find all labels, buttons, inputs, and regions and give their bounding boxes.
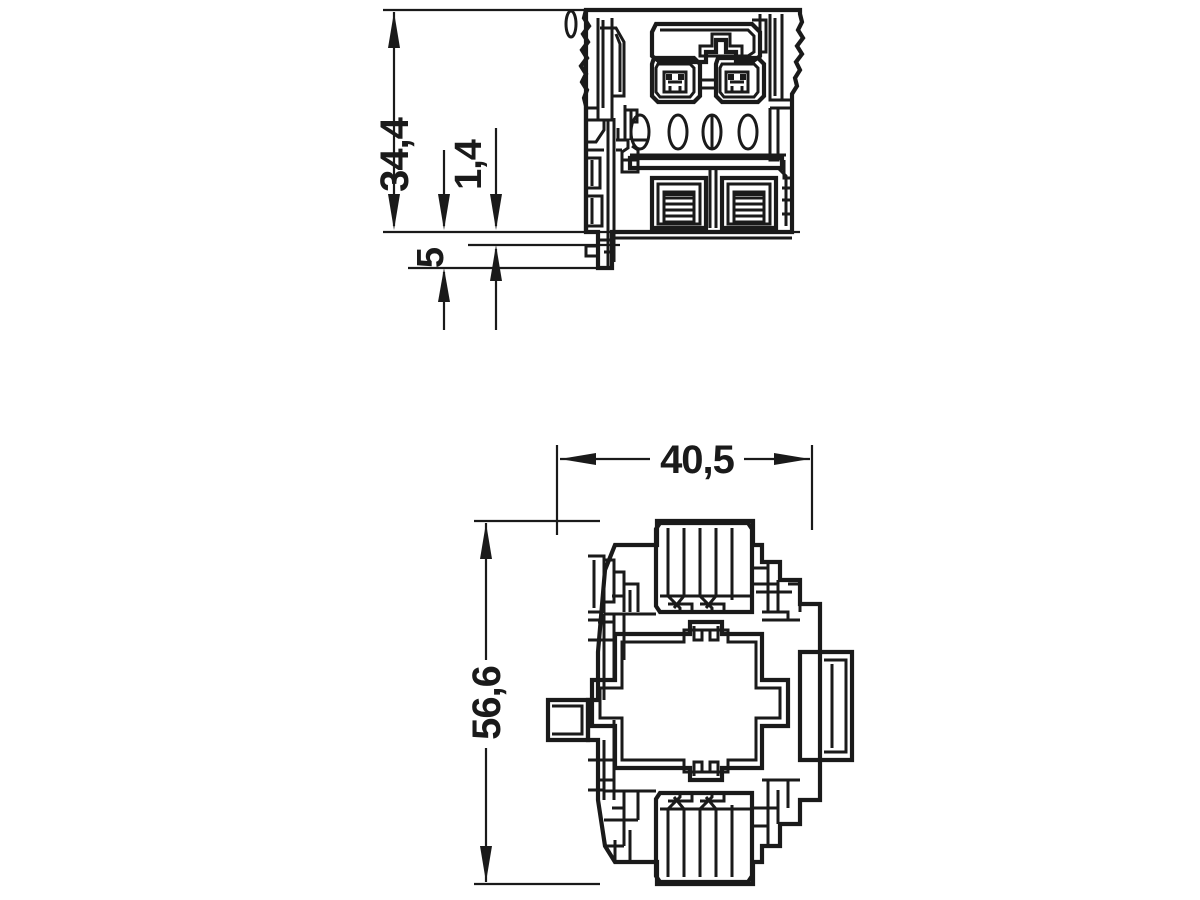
bottom-view-structural-lines	[588, 560, 802, 846]
dimension-label-5: 5	[410, 247, 452, 268]
dimension-34-4: 34,4	[373, 12, 417, 230]
top-view-vent-holes	[629, 113, 759, 151]
dimension-5: 5	[410, 150, 452, 330]
dimension-label-1-4: 1,4	[448, 139, 490, 190]
dimension-label-40-5: 40,5	[660, 438, 735, 482]
bottom-view-group: 40,5 56,6	[465, 438, 855, 887]
top-view-group: 34,4 5 1,4	[373, 7, 806, 330]
bottom-view-central-body	[589, 619, 791, 783]
bottom-view-lower-contact-block	[653, 790, 755, 885]
dimension-56-6: 56,6	[465, 523, 509, 882]
bottom-view-extension-lines	[474, 445, 814, 886]
top-view-clip-detail	[649, 21, 767, 105]
top-view-terminal-chambers	[649, 168, 779, 231]
bottom-view-lower-left-arm	[604, 789, 656, 862]
dimension-40-5: 40,5	[560, 438, 810, 482]
dimension-label-34-4: 34,4	[373, 116, 417, 192]
bottom-view-right-tab	[817, 649, 855, 763]
bottom-view-left-tab	[545, 697, 591, 743]
bottom-view-connector-body	[545, 518, 855, 887]
dimension-label-56-6: 56,6	[465, 666, 509, 740]
bottom-view-upper-contact-block	[653, 520, 755, 615]
top-view-connector-body	[564, 7, 806, 271]
dimension-1-4: 1,4	[448, 128, 502, 330]
